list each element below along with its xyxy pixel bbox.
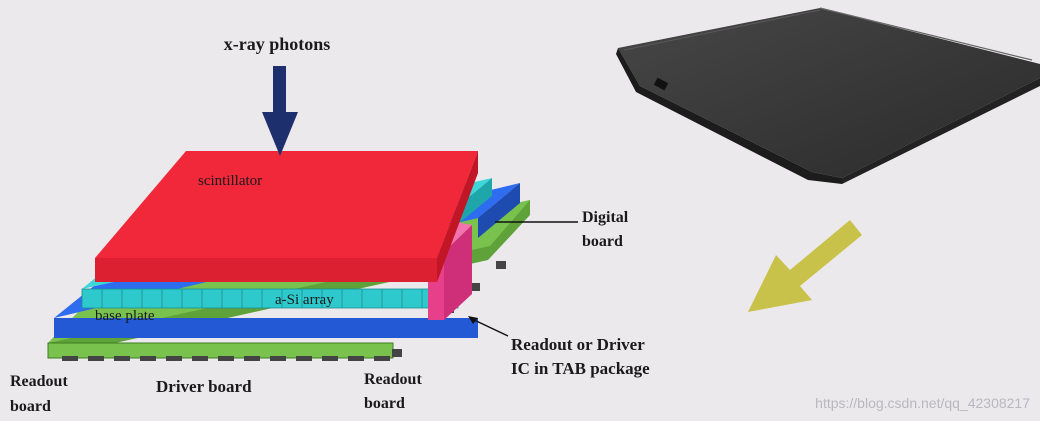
driver-chip (244, 356, 260, 361)
driver-chip (62, 356, 78, 361)
asi-array-cells (101, 289, 443, 308)
direction-arrow (748, 220, 862, 312)
photon-arrow (262, 66, 298, 156)
driver-chip (114, 356, 130, 361)
readout-board-right-line2: board (364, 395, 405, 412)
driver-chip (192, 356, 208, 361)
photons-label: x-ray photons (224, 34, 331, 54)
driver-chip (140, 356, 156, 361)
driver-chip (496, 261, 506, 269)
readout-ic-label-line2: IC in TAB package (511, 359, 650, 378)
readout-board-left-line2: board (10, 398, 51, 415)
readout-ic-leader (469, 317, 509, 337)
driver-chip (322, 356, 338, 361)
digital-board-label-line2: board (582, 233, 623, 250)
driver-chip (374, 356, 390, 361)
digital-board-label-line1: Digital (582, 209, 629, 226)
readout-board-right-line1: Readout (364, 371, 422, 388)
base-plate-label: base plate (95, 308, 155, 324)
watermark-text: https://blog.csdn.net/qq_42308217 (815, 395, 1030, 411)
driver-board-label: Driver board (156, 377, 252, 396)
asi-array-label: a-Si array (275, 292, 334, 308)
driver-chip (88, 356, 104, 361)
driver-chip (218, 356, 234, 361)
scintillator-label: scintillator (198, 173, 262, 189)
driver-chip (270, 356, 286, 361)
driver-chip (296, 356, 312, 361)
driver-chip (166, 356, 182, 361)
driver-chip (348, 356, 364, 361)
readout-ic-label-line1: Readout or Driver (511, 335, 645, 354)
readout-board-left-line1: Readout (10, 373, 68, 390)
scintillator-layer (95, 151, 478, 282)
driver-chip (392, 349, 402, 357)
driver-chip (470, 283, 480, 291)
readout-ic-leader-head (468, 316, 478, 324)
flat-panel-detector (616, 7, 1040, 184)
